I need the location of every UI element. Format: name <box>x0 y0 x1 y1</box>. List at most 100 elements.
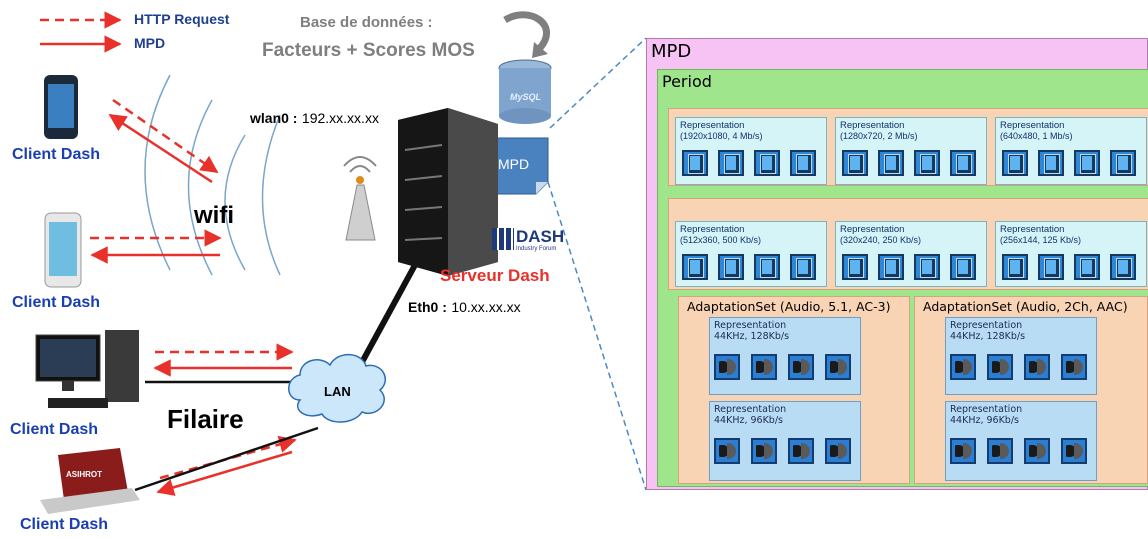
mpd-arrow-1 <box>108 113 213 184</box>
audio-segment-icon <box>825 438 851 464</box>
representation-detail: (1920x1080, 4 Mb/s) <box>680 131 763 141</box>
audio-segment-icon <box>714 438 740 464</box>
mpd-file-icon <box>493 137 549 195</box>
audio-representation: Representation 44KHz, 128Kb/s <box>945 317 1097 395</box>
video-segment-icon <box>1074 254 1100 280</box>
mpd-file-label: MPD <box>498 156 530 172</box>
eth-interface-name: Eth0 : <box>408 299 447 315</box>
dash-logo-bars-icon <box>492 228 514 250</box>
video-adaptation-set-1: Representation (1920x1080, 4 Mb/s) Repre… <box>668 108 1148 186</box>
lan-label: LAN <box>324 384 351 399</box>
audio-adaptation-set-1: AdaptationSet (Audio, 5.1, AC-3) Represe… <box>678 296 910 484</box>
representation-detail: 44KHz, 128Kb/s <box>950 331 1026 342</box>
audio-segment-icon <box>1061 354 1087 380</box>
video-adaptation-set-2: Representation (512x360, 500 Kb/s) Repre… <box>668 198 1148 290</box>
mpd-title: MPD <box>651 41 692 62</box>
video-representation: Representation (256x144, 125 Kb/s) <box>995 221 1147 287</box>
audio-segment-icon <box>751 438 777 464</box>
audio-segment-icon <box>950 354 976 380</box>
adaptation-set-title: AdaptationSet (Audio, 5.1, AC-3) <box>687 299 891 314</box>
mpd-connector-top <box>549 37 647 129</box>
laptop-icon <box>40 448 140 514</box>
video-segment-icon <box>914 254 940 280</box>
audio-segment-icon <box>825 354 851 380</box>
lan-cloud <box>288 353 386 423</box>
audio-segment-icon <box>987 354 1013 380</box>
representation-detail: (640x480, 1 Mb/s) <box>1000 131 1073 141</box>
client-dash-4-label: Client Dash <box>20 516 109 533</box>
wired-label: Filaire <box>167 404 244 434</box>
wlan-interface-ip: 192.xx.xx.xx <box>301 110 379 126</box>
video-segment-icon <box>1074 150 1100 176</box>
audio-segment-icon <box>987 438 1013 464</box>
video-representation: Representation (1920x1080, 4 Mb/s) <box>675 117 827 185</box>
video-segment-icon <box>1038 150 1064 176</box>
video-segment-icon <box>790 254 816 280</box>
video-segment-icon <box>754 254 780 280</box>
representation-title: Representation <box>950 320 1023 331</box>
representation-detail: 44KHz, 128Kb/s <box>714 331 790 342</box>
representation-title: Representation <box>680 120 745 131</box>
video-segment-icon <box>842 254 868 280</box>
audio-segment-icon <box>1024 438 1050 464</box>
video-segment-icon <box>842 150 868 176</box>
wifi-signal-arcs <box>144 74 281 276</box>
smartphone-2-icon <box>44 212 82 288</box>
period-title: Period <box>662 72 712 91</box>
audio-segment-icon <box>788 438 814 464</box>
representation-title: Representation <box>714 320 787 331</box>
representation-title: Representation <box>1000 120 1065 131</box>
mpd-connector-bottom <box>547 181 647 491</box>
video-representation: Representation (512x360, 500 Kb/s) <box>675 221 827 287</box>
http-request-arrow-4 <box>159 435 297 480</box>
database-title-line2: Facteurs + Scores MOS <box>262 40 475 61</box>
representation-detail: (512x360, 500 Kb/s) <box>680 235 762 245</box>
representation-title: Representation <box>840 120 905 131</box>
wifi-label: wifi <box>194 202 234 229</box>
audio-adaptation-set-2: AdaptationSet (Audio, 2Ch, AAC) Represen… <box>914 296 1148 484</box>
smartphone-1-icon <box>44 75 78 139</box>
video-segment-icon <box>718 254 744 280</box>
video-representation: Representation (640x480, 1 Mb/s) <box>995 117 1147 185</box>
dash-logo-subtext: Industry Forum <box>516 246 557 252</box>
video-segment-icon <box>950 254 976 280</box>
audio-segment-icon <box>714 354 740 380</box>
video-segment-icon <box>1002 254 1028 280</box>
period-box: Period Representation (1920x1080, 4 Mb/s… <box>657 69 1148 487</box>
wlan-interface-name: wlan0 : <box>250 110 298 126</box>
representation-detail: (256x144, 125 Kb/s) <box>1000 235 1082 245</box>
lan-server-cable <box>352 263 418 377</box>
video-segment-icon <box>1038 254 1064 280</box>
video-representation: Representation (320x240, 250 Kb/s) <box>835 221 987 287</box>
database-title-line1: Base de données : <box>300 14 433 31</box>
representation-title: Representation <box>840 224 905 235</box>
desktop-computer-icon <box>35 330 139 408</box>
video-segment-icon <box>1110 150 1136 176</box>
audio-representation: Representation 44KHz, 128Kb/s <box>709 317 861 395</box>
video-segment-icon <box>914 150 940 176</box>
laptop-brand: ASIHROT <box>66 470 102 479</box>
client-dash-3-label: Client Dash <box>10 421 99 438</box>
video-segment-icon <box>718 150 744 176</box>
representation-title: Representation <box>714 404 787 415</box>
eth-interface: Eth0 : 10.xx.xx.xx <box>408 299 521 317</box>
video-segment-icon <box>790 150 816 176</box>
eth-interface-ip: 10.xx.xx.xx <box>451 299 521 315</box>
representation-title: Representation <box>680 224 745 235</box>
wifi-antenna-icon <box>343 156 377 241</box>
audio-representation: Representation 44KHz, 96Kb/s <box>945 401 1097 481</box>
legend-http-label: HTTP Request <box>134 11 230 27</box>
http-request-arrow-1 <box>112 98 219 174</box>
audio-segment-icon <box>1061 438 1087 464</box>
video-segment-icon <box>878 150 904 176</box>
representation-title: Representation <box>1000 224 1065 235</box>
laptop-cable <box>134 426 319 492</box>
client-dash-1-label: Client Dash <box>12 146 101 163</box>
dash-logo: DASH Industry Forum <box>492 227 564 262</box>
client-dash-2-label: Client Dash <box>12 294 101 311</box>
database-icon <box>498 11 552 124</box>
audio-segment-icon <box>950 438 976 464</box>
video-segment-icon <box>1002 150 1028 176</box>
representation-detail: (1280x720, 2 Mb/s) <box>840 131 918 141</box>
